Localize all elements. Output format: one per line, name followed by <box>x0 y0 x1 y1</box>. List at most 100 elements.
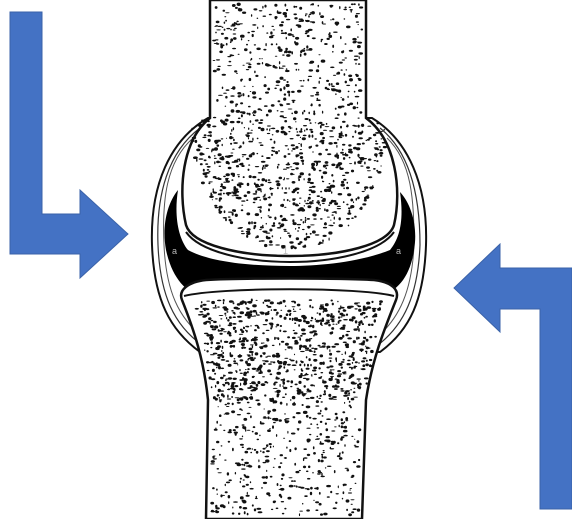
bone-pore <box>356 74 359 77</box>
bone-pore <box>234 432 238 434</box>
bone-pore <box>270 31 272 34</box>
bone-pore <box>271 35 274 36</box>
bone-pore <box>209 132 212 133</box>
bone-pore <box>358 118 360 119</box>
bone-pore <box>235 7 238 9</box>
bone-pore <box>268 204 272 207</box>
bone-pore <box>273 361 276 363</box>
bone-pore <box>281 341 284 343</box>
bone-pore <box>213 364 216 365</box>
bone-pore <box>252 376 255 378</box>
bone-pore <box>232 213 234 216</box>
bone-pore <box>289 477 293 478</box>
bone-pore <box>355 15 358 18</box>
bone-pore <box>236 110 241 113</box>
bone-pore <box>295 188 300 191</box>
bone-pore <box>326 209 329 212</box>
bone-pore <box>314 350 316 353</box>
bone-pore <box>266 470 267 472</box>
bone-pore <box>287 162 289 164</box>
bone-pore <box>360 157 365 159</box>
bone-pore <box>299 7 302 10</box>
bone-pore <box>336 351 340 353</box>
bone-pore <box>271 26 274 27</box>
bone-pore <box>228 212 233 213</box>
bone-pore <box>203 172 208 175</box>
bone-pore <box>276 390 281 393</box>
bone-pore <box>297 304 301 307</box>
bone-pore <box>280 310 282 311</box>
bone-pore <box>315 318 316 320</box>
bone-pore <box>239 408 242 410</box>
bone-pore <box>295 319 299 321</box>
bone-pore <box>208 139 211 142</box>
bone-pore <box>274 337 276 340</box>
bone-pore <box>275 337 278 338</box>
bone-pore <box>198 124 202 127</box>
bone-pore <box>233 142 238 144</box>
bone-pore <box>313 359 317 362</box>
bone-pore <box>219 400 221 402</box>
bone-pore <box>306 391 309 392</box>
bone-pore <box>250 396 254 399</box>
bone-pore <box>223 302 224 305</box>
bone-pore <box>267 411 269 414</box>
bone-pore <box>352 362 353 364</box>
bone-pore <box>284 317 287 320</box>
bone-pore <box>374 153 378 156</box>
bone-pore <box>211 361 214 363</box>
bone-pore <box>255 225 256 228</box>
bone-pore <box>327 347 328 349</box>
bone-pore <box>230 101 234 104</box>
bone-pore <box>310 203 314 204</box>
bone-pore <box>371 301 373 303</box>
bone-pore <box>354 418 356 419</box>
bone-pore <box>223 10 226 12</box>
bone-pore <box>323 165 326 168</box>
bone-pore <box>236 73 238 74</box>
bone-pore <box>309 434 311 435</box>
bone-pore <box>237 316 242 318</box>
bone-pore <box>380 149 383 151</box>
bone-pore <box>195 308 199 310</box>
bone-pore <box>204 159 207 161</box>
bone-pore <box>244 48 248 51</box>
bone-pore <box>289 359 291 360</box>
bone-pore <box>319 77 321 79</box>
bone-pore <box>247 413 251 415</box>
bone-pore <box>214 325 218 328</box>
bone-pore <box>248 355 251 357</box>
bone-pore <box>301 18 303 20</box>
bone-pore <box>222 186 226 189</box>
bone-pore <box>286 37 287 40</box>
bone-pore <box>349 78 353 81</box>
bone-pore <box>245 451 249 454</box>
bone-pore <box>247 371 249 374</box>
bone-pore <box>233 302 235 304</box>
bone-pore <box>207 370 210 371</box>
bone-pore <box>231 301 233 302</box>
bone-pore <box>252 304 257 307</box>
bone-pore <box>327 217 330 218</box>
bone-pore <box>313 354 317 355</box>
bone-pore <box>225 12 229 13</box>
bone-pore <box>290 128 293 129</box>
bone-pore <box>348 149 352 151</box>
bone-pore <box>294 322 296 324</box>
bone-pore <box>313 500 314 501</box>
bone-pore <box>263 462 267 463</box>
bone-pore <box>332 324 334 325</box>
bone-pore <box>247 32 250 34</box>
bone-pore <box>247 191 251 194</box>
bone-pore <box>340 452 341 454</box>
bone-pore <box>372 309 375 312</box>
bone-pore <box>243 418 247 421</box>
bone-pore <box>305 15 307 17</box>
bone-pore <box>364 317 366 319</box>
bone-pore <box>353 397 358 398</box>
bone-pore <box>318 459 320 462</box>
bone-pore <box>271 150 273 152</box>
bone-pore <box>214 373 216 375</box>
bone-pore <box>280 462 283 464</box>
bone-pore <box>368 137 371 139</box>
